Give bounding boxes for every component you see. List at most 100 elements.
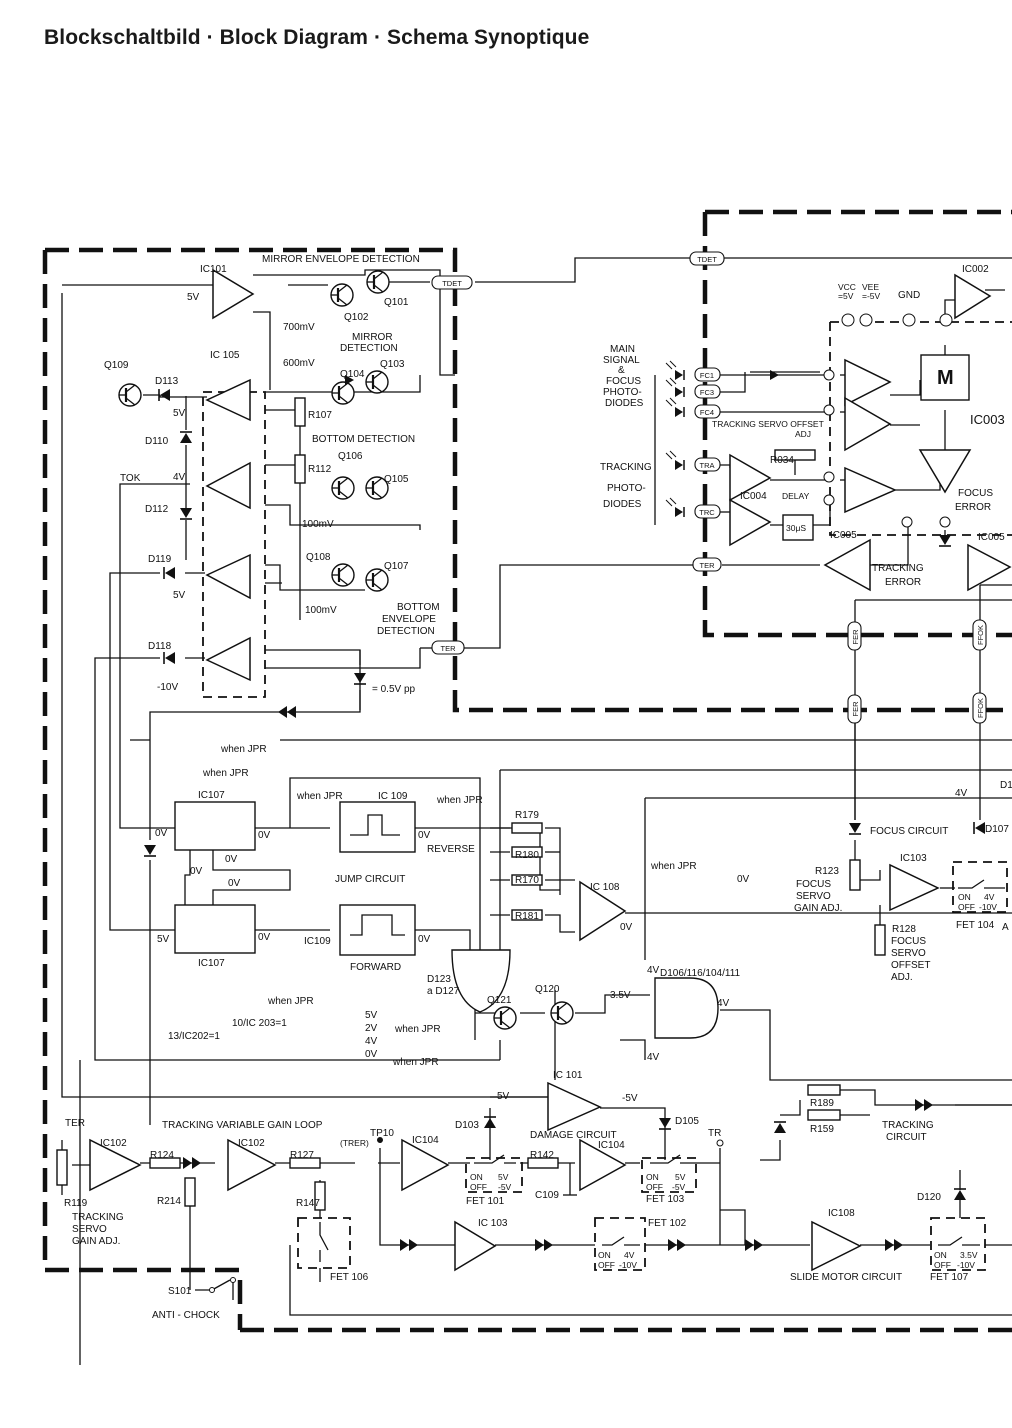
d112-diode: [179, 507, 193, 520]
voltage-m5v-1: -5V: [622, 1093, 638, 1104]
fet107-on-v: 3.5V: [960, 1250, 978, 1260]
vcc-value: =5V: [838, 291, 854, 301]
c109-label: C109: [535, 1190, 559, 1201]
r159-label: R159: [810, 1124, 834, 1135]
anti-chock-label: ANTI - CHOCK: [152, 1310, 220, 1321]
svg-text:FER: FER: [851, 701, 860, 717]
d120-label: D120: [917, 1192, 941, 1203]
r181-resistor: [511, 909, 543, 921]
focus-servo-gain-label-3: GAIN ADJ.: [794, 903, 842, 914]
ic101b-label: IC 101: [553, 1070, 583, 1081]
voltage-5v-2: 5V: [173, 408, 186, 419]
focus-servo-offset-label-4: ADJ.: [891, 972, 913, 983]
mirror-detection-label-2: DETECTION: [340, 343, 398, 354]
svg-text:FER: FER: [851, 629, 860, 645]
ic004-amp-2: [729, 498, 772, 547]
voltage-0v-2: 0V: [258, 830, 271, 841]
fet104-off-v: -10V: [979, 902, 997, 912]
voltage-100mv-1: 100mV: [302, 519, 334, 530]
fet102-off-v: -10V: [619, 1260, 637, 1270]
resistor-labels: R107 R112 R034 R179 R180 R170 R181 R123 …: [64, 410, 916, 1209]
connector-fer-top: FER: [847, 621, 862, 651]
trc-photodiode: [665, 497, 685, 518]
q107-label: Q107: [384, 561, 409, 572]
d105-label: D105: [675, 1116, 699, 1127]
voltage-100mv-2: 100mV: [305, 605, 337, 616]
bottom-detection-label: BOTTOM DETECTION: [312, 434, 415, 445]
svg-text:TRA: TRA: [700, 461, 715, 470]
tracking-error-label-2: ERROR: [885, 577, 921, 588]
or-gate-label-1: D123: [427, 974, 451, 985]
r189-label: R189: [810, 1098, 834, 1109]
ic103-amp-2: [454, 1220, 497, 1272]
focus-error-diode: [938, 534, 952, 547]
tracking-servo-gain-label-1: TRACKING: [72, 1212, 124, 1223]
voltage-5v-6: 5V: [365, 1010, 378, 1021]
op-amps: [89, 268, 1012, 1272]
fet-labels: FET 101 FET 102 FET 103 FET 104 FET 106 …: [168, 920, 995, 1297]
ic003-amp-2: [844, 396, 892, 452]
bottom-envelope-label-3: DETECTION: [377, 626, 435, 637]
or-gate: [451, 949, 511, 1013]
fet104-on-v: 4V: [984, 892, 995, 902]
voltage-4v-1: 4V: [173, 472, 186, 483]
ic002-amp: [954, 273, 992, 320]
reverse-label: REVERSE: [427, 844, 475, 855]
tracking-servo-offset-label-2: ADJ: [795, 429, 811, 439]
d107-diode: [973, 821, 986, 835]
ter-left-label: TER: [65, 1118, 85, 1129]
when-jpr-3: when JPR: [296, 791, 343, 802]
r147-label: R147: [296, 1198, 320, 1209]
ic108-amp: [579, 880, 627, 942]
fet-switches: [209, 879, 1005, 1293]
connector-tdet-left: TDET: [431, 275, 473, 290]
voltage-4v-4: 4V: [717, 998, 730, 1009]
fet101-on-v: 5V: [498, 1172, 509, 1182]
r034-label: R034: [770, 455, 794, 466]
r179-resistor: [511, 822, 543, 834]
fet101-off: OFF: [470, 1182, 487, 1192]
voltage-5v-5: 5V: [497, 1091, 510, 1102]
r181-label: R181: [515, 911, 539, 922]
fet107-label: FET 107: [930, 1272, 969, 1283]
tok-label: TOK: [120, 473, 141, 484]
q103-label: Q103: [380, 359, 405, 370]
arrow-bottom-5: [885, 1239, 903, 1251]
voltage-0v-8: 0V: [418, 934, 431, 945]
ic105-comparator-1: [205, 378, 251, 422]
a-label: A: [1002, 922, 1009, 933]
ic005-amp-2: [967, 543, 1012, 592]
when-jpr-5: when JPR: [650, 861, 697, 872]
focus-servo-offset-label-3: OFFSET: [891, 960, 930, 971]
delay-label: DELAY: [782, 491, 810, 501]
q109-transistor: [117, 382, 143, 408]
q108-transistor: [330, 562, 356, 588]
arrow-bottom-1: [400, 1239, 418, 1251]
connector-ter-left: TER: [431, 640, 465, 655]
ic102-amp-1: [89, 1138, 142, 1192]
tra-photodiode: [665, 450, 685, 471]
arrow-bottom-4: [745, 1239, 763, 1251]
main-signal-label-2: SIGNAL: [603, 355, 640, 366]
fet107-on: ON: [934, 1250, 947, 1260]
arrow-tracking: [915, 1099, 933, 1111]
ic105-comparator-4: [205, 636, 251, 682]
d120-diode: [953, 1188, 967, 1201]
voltage-0v-7: 0V: [418, 830, 431, 841]
ic203-annotation: 10/IC 203=1: [232, 1018, 287, 1029]
fc3-photodiode: [665, 377, 685, 398]
r189-resistor: [807, 1084, 841, 1096]
transistor-labels: Q101 Q102 Q103 Q104 Q105 Q106 Q107 Q108 …: [104, 297, 560, 1006]
fet101-off-v: -5V: [498, 1182, 512, 1192]
r128-label: R128: [892, 924, 916, 935]
q121-label: Q121: [487, 995, 512, 1006]
pp-diode: [353, 672, 367, 685]
main-signal-label-5: PHOTO-: [603, 387, 642, 398]
damage-circuit-label: DAMAGE CIRCUIT: [530, 1130, 617, 1141]
trer-label: (TRER): [340, 1138, 369, 1148]
ic004-amp-1: [729, 453, 772, 502]
vee-value: =-5V: [862, 291, 881, 301]
q120-label: Q120: [535, 984, 560, 995]
ic108-slide-amp: [811, 1220, 862, 1272]
